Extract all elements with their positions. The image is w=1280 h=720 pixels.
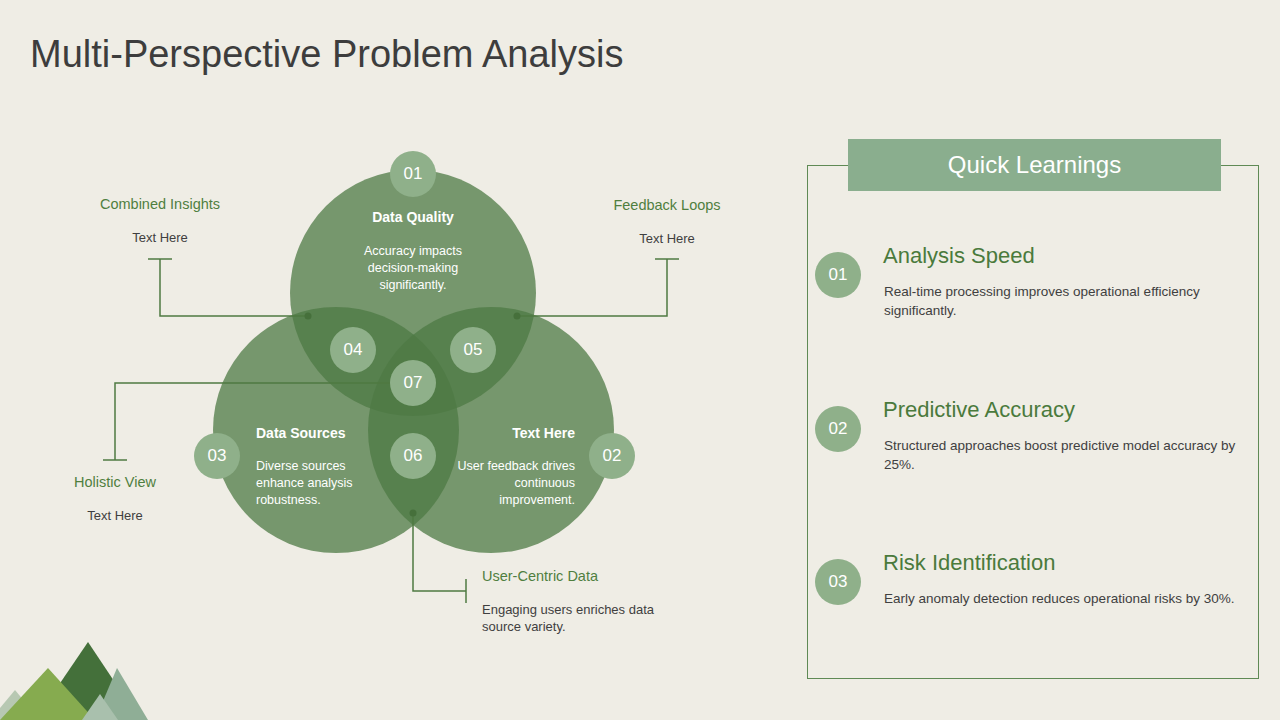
leader-dot: [514, 313, 521, 320]
panel-heading: Quick Learnings: [848, 139, 1221, 191]
node-body: Diverse sources enhance analysis robustn…: [256, 458, 371, 509]
number-text: 07: [390, 360, 436, 406]
number-text: 01: [815, 252, 861, 298]
leader-line: [517, 259, 667, 316]
badge-fill: [390, 360, 436, 406]
node-heading: Text Here: [425, 424, 575, 442]
callout-number: 02: [589, 433, 635, 479]
badge-fill: [815, 252, 861, 298]
badge-fill: [390, 433, 436, 479]
leader-line: [160, 259, 308, 316]
callout-text: Engaging users enriches data source vari…: [482, 601, 682, 635]
node-heading: Analysis Speed: [883, 242, 1035, 270]
number-text: 03: [815, 559, 861, 605]
callout-number: 01: [390, 151, 436, 197]
node-heading: Risk Identification: [883, 549, 1055, 577]
callout-heading: User-Centric Data: [482, 567, 702, 585]
callout-number: 02: [815, 406, 861, 452]
callout-text: Text Here: [15, 507, 215, 524]
node-body: Structured approaches boost predictive m…: [884, 436, 1254, 474]
panel-header-band: Quick Learnings: [848, 139, 1221, 191]
number-text: 01: [390, 151, 436, 197]
learnings-panel: Analysis SpeedReal-time processing impro…: [807, 165, 1259, 679]
callout-number: 06: [390, 433, 436, 479]
leader-tick: [465, 579, 467, 603]
badge-fill: [815, 406, 861, 452]
leader-dot: [410, 510, 417, 517]
callout-heading: Feedback Loops: [567, 196, 767, 214]
badge-fill: [390, 151, 436, 197]
callout-heading: Combined Insights: [60, 195, 260, 213]
badge-fill: [815, 559, 861, 605]
mountain-shape: [82, 694, 118, 720]
number-text: 02: [815, 406, 861, 452]
badge-fill: [450, 327, 496, 373]
leader-dot: [305, 313, 312, 320]
callout-text: Text Here: [60, 229, 260, 246]
callout-number: 05: [450, 327, 496, 373]
node-heading: Data Sources: [256, 424, 386, 442]
node-body: Real-time processing improves operationa…: [884, 282, 1254, 320]
badge-fill: [330, 327, 376, 373]
callout-number: 07: [390, 360, 436, 406]
number-text: 03: [194, 433, 240, 479]
number-text: 05: [450, 327, 496, 373]
node-body: User feedback drives continuous improvem…: [457, 458, 575, 509]
callout-number: 04: [330, 327, 376, 373]
number-text: 04: [330, 327, 376, 373]
number-text: 06: [390, 433, 436, 479]
badge-fill: [194, 433, 240, 479]
number-text: 02: [589, 433, 635, 479]
node-body: Early anomaly detection reduces operatio…: [884, 589, 1254, 608]
slide-title: Multi-Perspective Problem Analysis: [30, 30, 623, 78]
callout-number: 01: [815, 252, 861, 298]
circle-fill: [368, 307, 614, 553]
node-heading: Predictive Accuracy: [883, 396, 1075, 424]
leader-tick: [103, 459, 127, 461]
callout-number: 03: [194, 433, 240, 479]
mountain-shape: [0, 668, 95, 720]
callout-text: Text Here: [567, 230, 767, 247]
badge-fill: [589, 433, 635, 479]
callout-heading: Holistic View: [15, 473, 215, 491]
node-body: Accuracy impacts decision-making signifi…: [353, 243, 473, 294]
node-heading: Data Quality: [290, 208, 536, 226]
callout-number: 03: [815, 559, 861, 605]
